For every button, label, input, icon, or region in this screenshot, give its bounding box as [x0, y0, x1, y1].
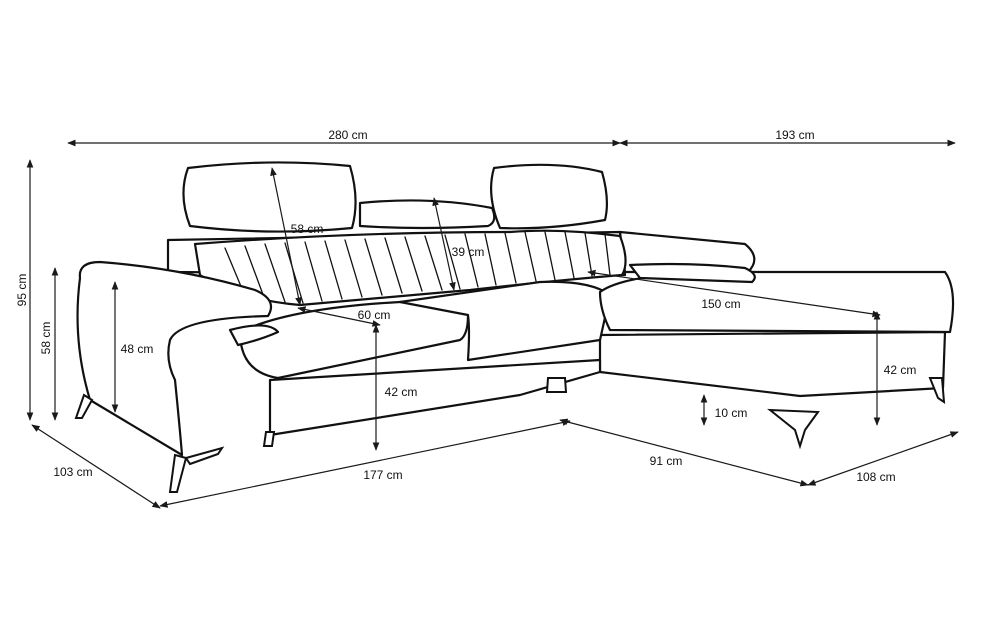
- seat-cushion-left: [238, 300, 470, 380]
- label-chaise-length: 150 cm: [701, 297, 740, 311]
- left-armrest: [76, 260, 273, 457]
- label-leg-height: 10 cm: [715, 406, 748, 420]
- dimension-lines: [26, 139, 959, 509]
- dim-line-108: [807, 431, 959, 486]
- leg-4: [262, 431, 276, 447]
- sofa-outline: [74, 161, 955, 493]
- dim-line-91: [559, 418, 809, 487]
- label-chaise-depth: 108 cm: [856, 470, 895, 484]
- armrest-lip: [228, 324, 280, 347]
- label-total-height: 95 cm: [15, 274, 29, 307]
- dimension-labels: 280 cm 193 cm 95 cm 58 cm 48 cm 103 cm 5…: [15, 128, 916, 484]
- leg-3: [184, 446, 225, 466]
- label-corner-length: 91 cm: [650, 454, 683, 468]
- main-base: [268, 358, 602, 437]
- leg-5: [545, 377, 568, 393]
- label-inner-arm-height: 48 cm: [121, 342, 154, 356]
- leg-1: [74, 393, 94, 419]
- dim-line-39: [432, 197, 456, 291]
- label-headrest-height: 58 cm: [291, 222, 324, 236]
- dim-line-60: [297, 306, 381, 327]
- dim-line-177: [159, 419, 571, 508]
- label-backrest-height: 39 cm: [452, 245, 485, 259]
- headrest-middle: [358, 199, 496, 230]
- label-chaise-width: 193 cm: [775, 128, 814, 142]
- dim-line-58-head: [270, 167, 302, 306]
- leg-7: [928, 377, 946, 404]
- label-total-width: 280 cm: [328, 128, 367, 142]
- label-seat-depth: 60 cm: [358, 308, 391, 322]
- label-chaise-seat-height: 42 cm: [884, 363, 917, 377]
- headrest-left: [182, 161, 357, 233]
- seat-cushion-right: [398, 280, 612, 362]
- label-seat-height: 42 cm: [385, 385, 418, 399]
- label-armrest-height: 58 cm: [39, 322, 53, 355]
- dim-line-103: [31, 424, 161, 509]
- chaise-cushion: [598, 270, 955, 334]
- label-depth: 103 cm: [53, 465, 92, 479]
- dim-line-150: [587, 269, 881, 318]
- headrest-right: [489, 163, 609, 230]
- leg-2: [168, 453, 188, 493]
- chaise-arm: [628, 262, 756, 284]
- leg-6: [766, 408, 820, 450]
- label-front-length: 177 cm: [363, 468, 402, 482]
